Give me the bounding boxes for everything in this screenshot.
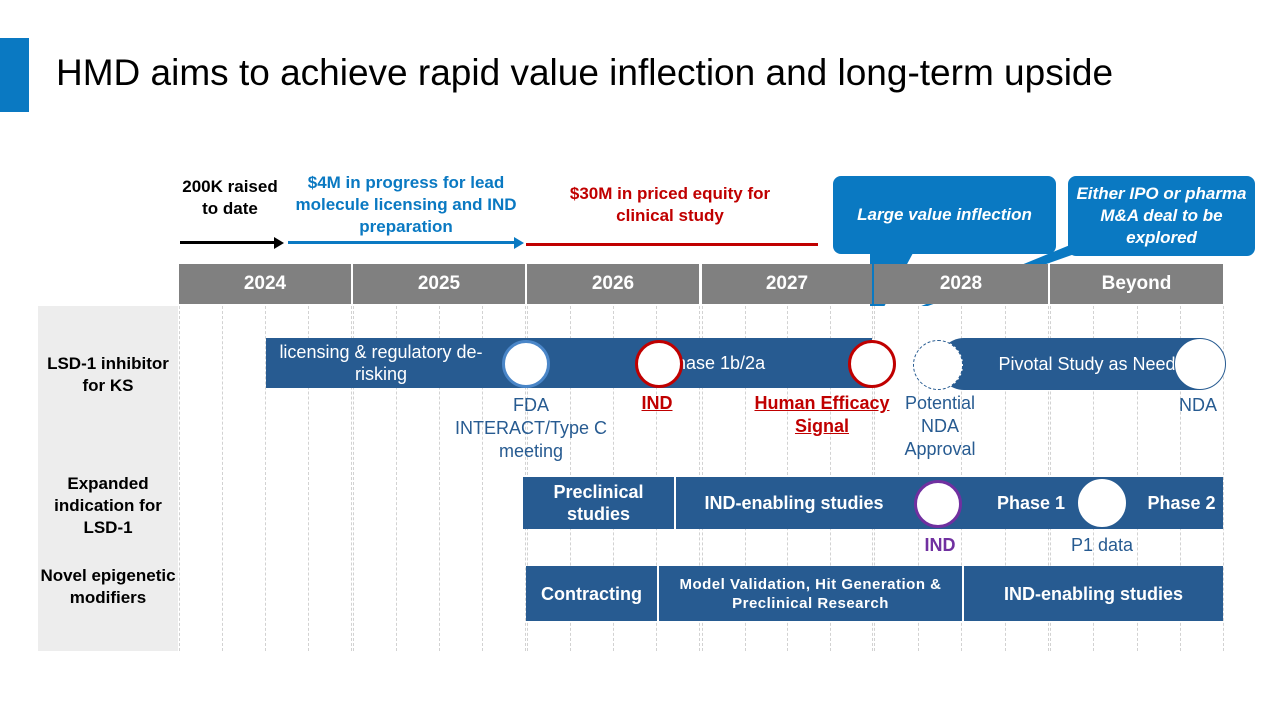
grid-line: [308, 306, 309, 651]
label-ind: IND: [641, 393, 673, 413]
label-p1-data: P1 data: [1070, 535, 1134, 555]
year-2025: 2025: [353, 264, 525, 304]
bar-model-validation: Model Validation, Hit Generation & Precl…: [659, 566, 962, 621]
funding-200k-label: 200K raised to date: [182, 177, 278, 218]
value-inflection-callout: Large value inflection: [833, 176, 1056, 254]
grid-line: [353, 306, 354, 651]
row-label-lsd1-ks: LSD-1 inhibitor for KS: [47, 354, 169, 395]
grid-line: [222, 306, 223, 651]
title-accent-bar: [0, 38, 29, 112]
bar-licensing: licensing & regulatory de-risking: [266, 338, 526, 388]
year-2027: 2027: [702, 264, 872, 304]
value-inflection-text: Large value inflection: [857, 205, 1032, 224]
milestone-fda: [502, 340, 550, 388]
label-potential-nda: Potential NDA Approval: [904, 393, 976, 459]
page-title: HMD aims to achieve rapid value inflecti…: [56, 52, 1114, 93]
grid-line: [179, 306, 180, 651]
milestone-human-efficacy: [848, 340, 896, 388]
label-fda-meeting: FDA INTERACT/Type C meeting: [454, 395, 608, 461]
row-label-expanded-indication: Expanded indication for LSD-1: [54, 474, 162, 537]
year-2026: 2026: [527, 264, 699, 304]
label-nda: NDA: [1178, 395, 1217, 415]
year-2028: 2028: [874, 264, 1048, 304]
bar-contracting: Contracting: [526, 566, 657, 621]
year-beyond: Beyond: [1050, 264, 1223, 304]
label-human-efficacy: Human Efficacy Signal: [754, 393, 890, 436]
exit-strategy-callout: Either IPO or pharma M&A deal to be expl…: [1068, 176, 1255, 256]
bar-ind-enabling-row2: IND-enabling studies: [676, 477, 912, 529]
grid-line: [439, 306, 440, 651]
funding-30m-label: $30M in priced equity for clinical study: [569, 184, 771, 225]
milestone-p1-data: [1077, 478, 1127, 528]
milestone-ind-row2: [914, 480, 962, 528]
label-ind-row2: IND: [924, 535, 956, 555]
year-2024: 2024: [179, 264, 351, 304]
bar-phase-1b-2a: Phase 1b/2a: [526, 338, 872, 388]
grid-line: [1223, 306, 1224, 651]
grid-line: [351, 306, 352, 651]
milestone-ind: [635, 340, 683, 388]
row-label-novel-modifiers: Novel epigenetic modifiers: [40, 566, 176, 607]
bar-ind-enabling-row3: IND-enabling studies: [964, 566, 1223, 621]
grid-line: [396, 306, 397, 651]
milestone-potential-nda: [913, 340, 963, 390]
exit-strategy-text: Either IPO or pharma M&A deal to be expl…: [1076, 184, 1247, 247]
bar-pivotal-study: Pivotal Study as Needed: [938, 338, 1200, 390]
milestone-nda: [1174, 338, 1226, 390]
funding-4m-label: $4M in progress for lead molecule licens…: [295, 173, 517, 236]
grid-line: [482, 306, 483, 651]
bar-preclinical: Preclinical studies: [523, 477, 674, 529]
grid-line: [265, 306, 266, 651]
row-label-column: [38, 306, 178, 651]
